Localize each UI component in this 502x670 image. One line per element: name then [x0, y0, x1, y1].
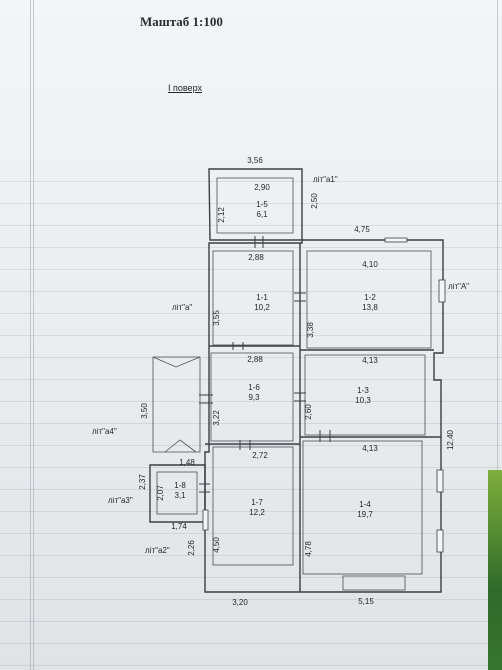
veranda-a4	[152, 356, 201, 453]
inner-room-1-8	[156, 471, 198, 515]
window	[436, 529, 444, 553]
room-1-1-id: 1-1	[256, 293, 268, 302]
room-1-4-id: 1-4	[359, 500, 371, 509]
ruled-lines	[0, 160, 502, 670]
margin-line	[497, 0, 498, 670]
windows	[202, 237, 446, 553]
dim-label: 1,74	[171, 522, 187, 531]
floor-label: I поверх	[168, 83, 202, 93]
porch	[342, 575, 406, 591]
dim-label: 2,72	[252, 451, 268, 460]
doors	[199, 236, 331, 493]
dim-label: 12,40	[446, 429, 455, 450]
inner-room-1-4	[302, 440, 423, 575]
window	[436, 469, 444, 493]
dim-label: 3,56	[247, 156, 263, 165]
dimension-labels: 3,56 2,90 2,12 2,50 4,75 2,88 4,10 3,55 …	[138, 156, 455, 607]
dim-label: 4,13	[362, 356, 378, 365]
room-1-1-area: 10,2	[254, 303, 270, 312]
inner-room-1-6	[210, 352, 294, 442]
litera-a: літ"а"	[172, 303, 192, 312]
dim-label: 2,50	[310, 193, 319, 209]
dim-label: 2,07	[156, 485, 165, 501]
window	[202, 509, 209, 531]
litera-a4: літ"а4"	[92, 427, 117, 436]
litera-a2: літ"а2"	[145, 546, 170, 555]
window	[438, 279, 446, 303]
litera-labels: літ"а1" літ"А" літ"а" літ"а4" літ"а3" лі…	[92, 175, 469, 555]
margin-line	[30, 0, 31, 670]
dim-label: 2,60	[304, 404, 313, 420]
inner-room-1-1	[212, 250, 294, 346]
dim-label: 3,38	[306, 322, 315, 338]
room-1-8-area: 3,1	[174, 491, 186, 500]
margin-line	[33, 0, 34, 670]
room-1-4-area: 19,7	[357, 510, 373, 519]
room-1-7-id: 1-7	[251, 498, 263, 507]
dim-label: 1,48	[179, 458, 195, 467]
dim-label: 2,12	[217, 207, 226, 223]
dim-label: 2,88	[248, 253, 264, 262]
inner-room-1-3	[304, 354, 426, 436]
room-1-6-area: 9,3	[248, 393, 260, 402]
dim-label: 3,55	[212, 310, 221, 326]
dim-label: 4,50	[212, 537, 221, 553]
dim-label: 4,10	[362, 260, 378, 269]
dim-label: 2,26	[187, 540, 196, 556]
plant-leaves	[488, 470, 502, 670]
dim-label: 2,88	[247, 355, 263, 364]
room-1-5-id: 1-5	[256, 200, 268, 209]
inner-room-1-7	[212, 446, 294, 566]
room-1-3-id: 1-3	[357, 386, 369, 395]
dim-label: 4,13	[362, 444, 378, 453]
litera-A: літ"А"	[448, 282, 469, 291]
scale-title: Маштаб 1:100	[140, 14, 223, 29]
room-labels: 1-5 6,1 1-1 10,2 1-2 13,8 1-6 9,3 1-3 10…	[174, 200, 378, 519]
veranda-roof	[164, 439, 197, 453]
dim-label: 5,15	[358, 597, 374, 606]
dim-label: 4,78	[304, 541, 313, 557]
room-1-2-id: 1-2	[364, 293, 376, 302]
dim-label: 4,75	[354, 225, 370, 234]
dim-label: 2,37	[138, 474, 147, 490]
inner-room-1-5	[216, 177, 294, 234]
dim-label: 3,50	[140, 403, 149, 419]
dim-label: 2,90	[254, 183, 270, 192]
veranda-roof	[152, 356, 201, 368]
room-1-7-area: 12,2	[249, 508, 265, 517]
window	[384, 237, 408, 243]
dim-label: 3,22	[212, 410, 221, 426]
room-1-5-area: 6,1	[256, 210, 268, 219]
room-1-2-area: 13,8	[362, 303, 378, 312]
room-1-3-area: 10,3	[355, 396, 371, 405]
inner-room-1-2	[306, 250, 432, 349]
wall-main-house	[204, 239, 444, 593]
litera-a3: літ"а3"	[108, 496, 133, 505]
walls	[149, 168, 444, 593]
litera-a1: літ"а1"	[313, 175, 338, 184]
room-1-8-id: 1-8	[174, 481, 186, 490]
dim-label: 3,20	[232, 598, 248, 607]
room-1-6-id: 1-6	[248, 383, 260, 392]
